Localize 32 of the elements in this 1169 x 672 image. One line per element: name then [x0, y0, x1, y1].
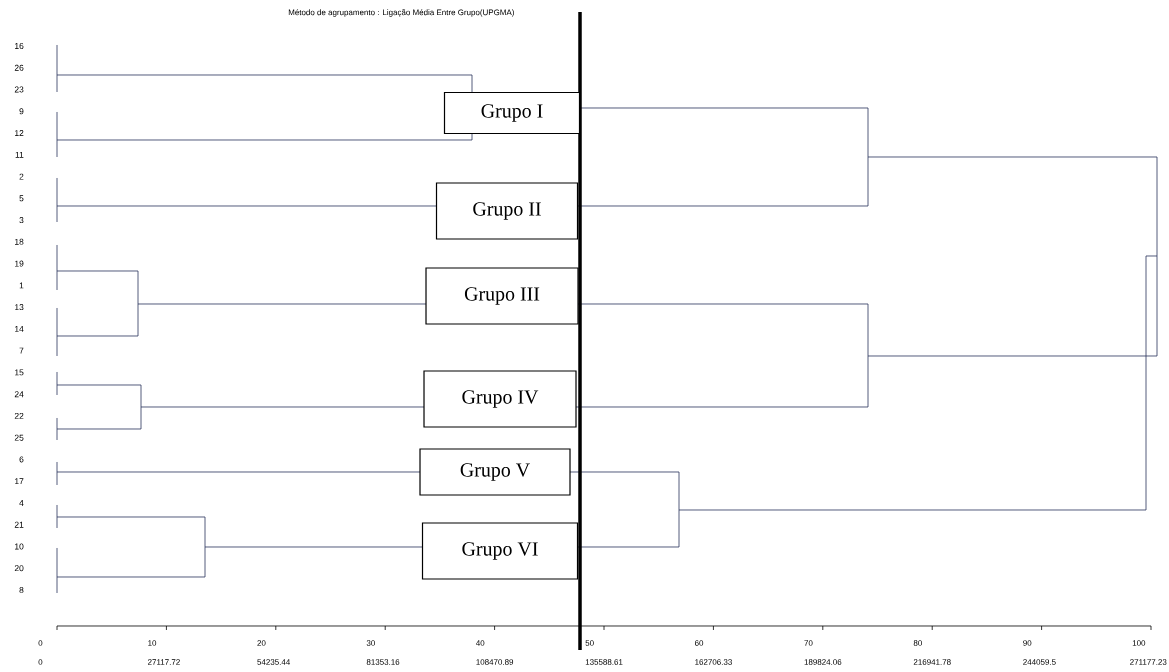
- leaf-label: 23: [14, 86, 24, 93]
- leaf-label: 4: [19, 500, 24, 506]
- group-box: Grupo V: [419, 448, 571, 496]
- group-box: Grupo IV: [423, 370, 577, 428]
- leaf-label: 9: [19, 108, 24, 115]
- leaf-label: 10: [15, 543, 24, 550]
- leaf-label: 14: [15, 326, 24, 332]
- leaf-label: 7: [19, 347, 24, 354]
- leaf-label: 12: [15, 130, 24, 136]
- leaf-label: 13: [15, 304, 24, 311]
- leaf-label: 3: [19, 217, 24, 224]
- leaf-label: 19: [15, 260, 24, 267]
- group-box: Grupo I: [443, 91, 581, 135]
- leaf-label: 1: [19, 282, 24, 289]
- leaf-label: 18: [15, 238, 24, 245]
- group-box: Grupo III: [425, 267, 579, 325]
- leaf-label: 26: [14, 64, 24, 71]
- leaf-label: 2: [19, 173, 24, 180]
- leaf-label: 20: [14, 565, 24, 572]
- leaf-label: 24: [14, 391, 24, 398]
- group-box: Grupo VI: [421, 522, 579, 580]
- group-box: Grupo II: [435, 182, 579, 240]
- leaf-label: 5: [19, 195, 24, 202]
- leaf-label: 25: [14, 434, 24, 441]
- leaf-label: 6: [19, 456, 24, 463]
- leaf-label: 16: [15, 43, 24, 49]
- leaf-label: 8: [19, 587, 24, 593]
- leaf-label: 11: [15, 151, 24, 158]
- leaf-label: 21: [14, 521, 24, 528]
- leaf-label: 22: [14, 412, 24, 419]
- leaf-label: 15: [15, 369, 24, 376]
- leaf-label: 17: [15, 478, 24, 485]
